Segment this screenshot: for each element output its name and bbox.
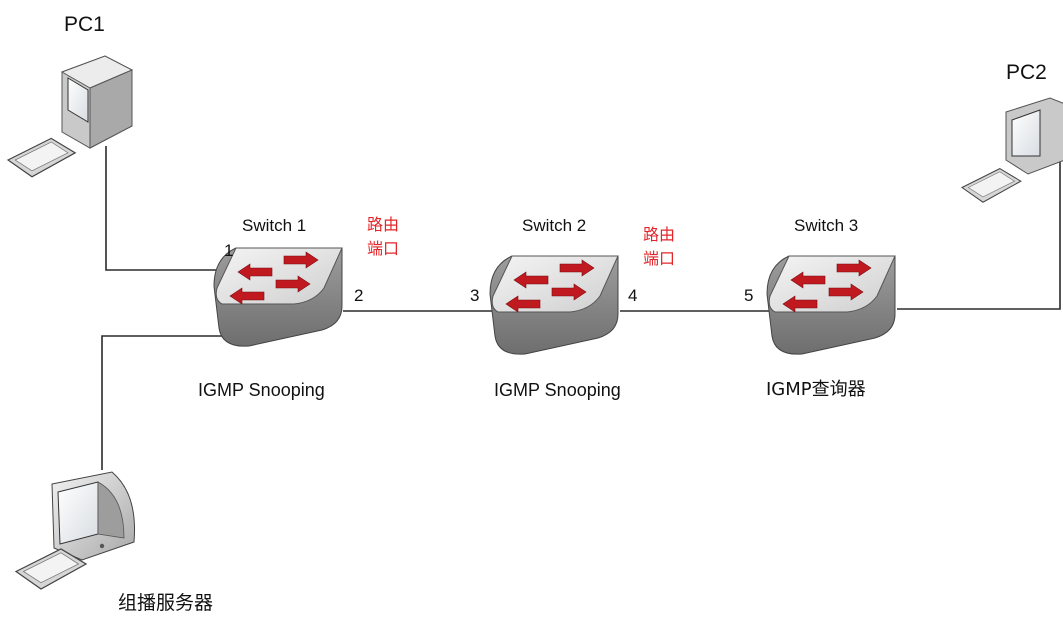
port-1-label: 1 [224,241,234,260]
routing-port-annotation-2: 路由 端口 [642,225,675,268]
switch-3-icon [766,255,896,355]
port-4-label: 4 [628,286,638,305]
pc1-computer-icon [61,55,133,149]
switch-1-label: Switch 1 [242,216,307,235]
pc1-keyboard-icon [7,137,76,178]
port-3-label: 3 [470,286,480,305]
routing-port-annotation-1: 路由 端口 [366,215,399,258]
pc1-label: PC1 [64,13,105,36]
link-server-switch1 [101,335,236,470]
pc2-computer-icon [1005,97,1063,175]
switch-2-icon [489,255,619,355]
switch-2-role: IGMP Snooping [494,380,621,400]
server-label: 组播服务器 [118,592,214,614]
links [101,146,1061,470]
switch-1-icon [213,247,343,347]
switch-3-role: IGMP查询器 [766,379,866,400]
server-monitor-icon [51,471,136,561]
port-5-label: 5 [744,286,754,305]
switch-2-label: Switch 2 [522,216,587,235]
switch-1-role: IGMP Snooping [198,380,325,400]
pc2-label: PC2 [1006,61,1047,84]
switch-3-label: Switch 3 [794,216,859,235]
port-2-label: 2 [354,286,364,305]
pc2-keyboard-icon [961,168,1022,203]
link-pc1-switch1 [105,146,232,271]
link-switch3-pc2 [897,160,1061,310]
